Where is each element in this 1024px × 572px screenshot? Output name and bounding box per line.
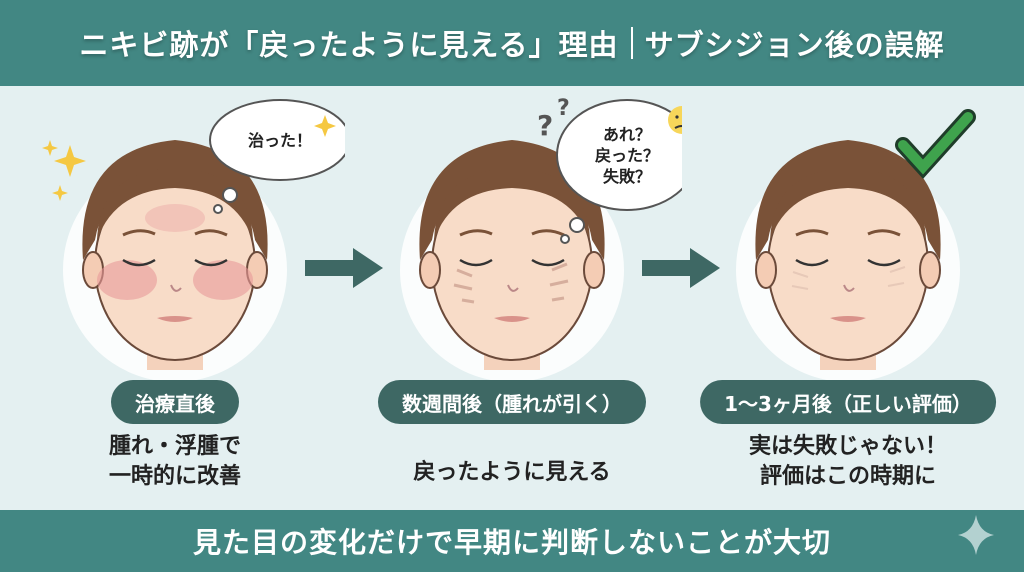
sparkle-icon (958, 515, 994, 555)
title-main: ニキビ跡が「戻ったように見える」理由 (79, 28, 619, 62)
svg-text:?: ? (537, 109, 553, 142)
description-line: 戻ったように見える (413, 460, 611, 485)
stage-panel-1: 治った！ 治療直後腫れ・浮腫で一時的に改善 (5, 90, 345, 505)
arrow-right-icon (642, 248, 720, 288)
stage-description: 戻ったように見える (342, 458, 682, 488)
title-sub: サブシジョン後の誤解 (644, 28, 945, 62)
thought-line: 戻った？ (594, 145, 659, 165)
thought-bubble (209, 99, 345, 214)
sparkle-icon (42, 115, 336, 201)
thought-bubble (556, 99, 682, 244)
face-illustration (63, 140, 287, 380)
stage-description: 実は失敗じゃない！ 評価はこの時期に (678, 432, 1018, 492)
thought-line: あれ？ (602, 124, 651, 144)
stage-label: 数週間後（腫れが引く） (378, 380, 646, 424)
check-mark-icon (895, 109, 976, 179)
stage-label: 1〜3ヶ月後（正しい評価） (700, 380, 996, 424)
description-line: 腫れ・浮腫で (108, 434, 241, 459)
footer-message: 見た目の変化だけで早期に判断しないことが大切 (0, 510, 1024, 572)
face-illustration (736, 140, 960, 380)
thought-line: 治った！ (247, 130, 312, 150)
description-line: 実は失敗じゃない！ (748, 434, 947, 459)
stage-panel-3: 1〜3ヶ月後（正しい評価） 実は失敗じゃない！ 評価はこの時期に (678, 90, 1018, 505)
stage-label: 治療直後 (111, 380, 239, 424)
arrow-right-icon (305, 248, 383, 288)
face-illustration (400, 140, 624, 380)
title-divider (630, 27, 633, 59)
description-line: 評価はこの時期に (759, 464, 936, 489)
question-confused-icon: ?? (537, 96, 682, 142)
page-title: ニキビ跡が「戻ったように見える」理由 サブシジョン後の誤解 (0, 0, 1024, 86)
thought-line: 失敗？ (602, 166, 651, 186)
svg-text:?: ? (557, 96, 570, 121)
thought-text: 治った！ (215, 130, 345, 151)
stage-panel-2: あれ？戻った？失敗？?? 数週間後（腫れが引く） 戻ったように見える (342, 90, 682, 505)
thought-text: あれ？戻った？失敗？ (562, 124, 692, 187)
description-line: 一時的に改善 (108, 464, 241, 489)
stage-description: 腫れ・浮腫で一時的に改善 (5, 432, 345, 492)
